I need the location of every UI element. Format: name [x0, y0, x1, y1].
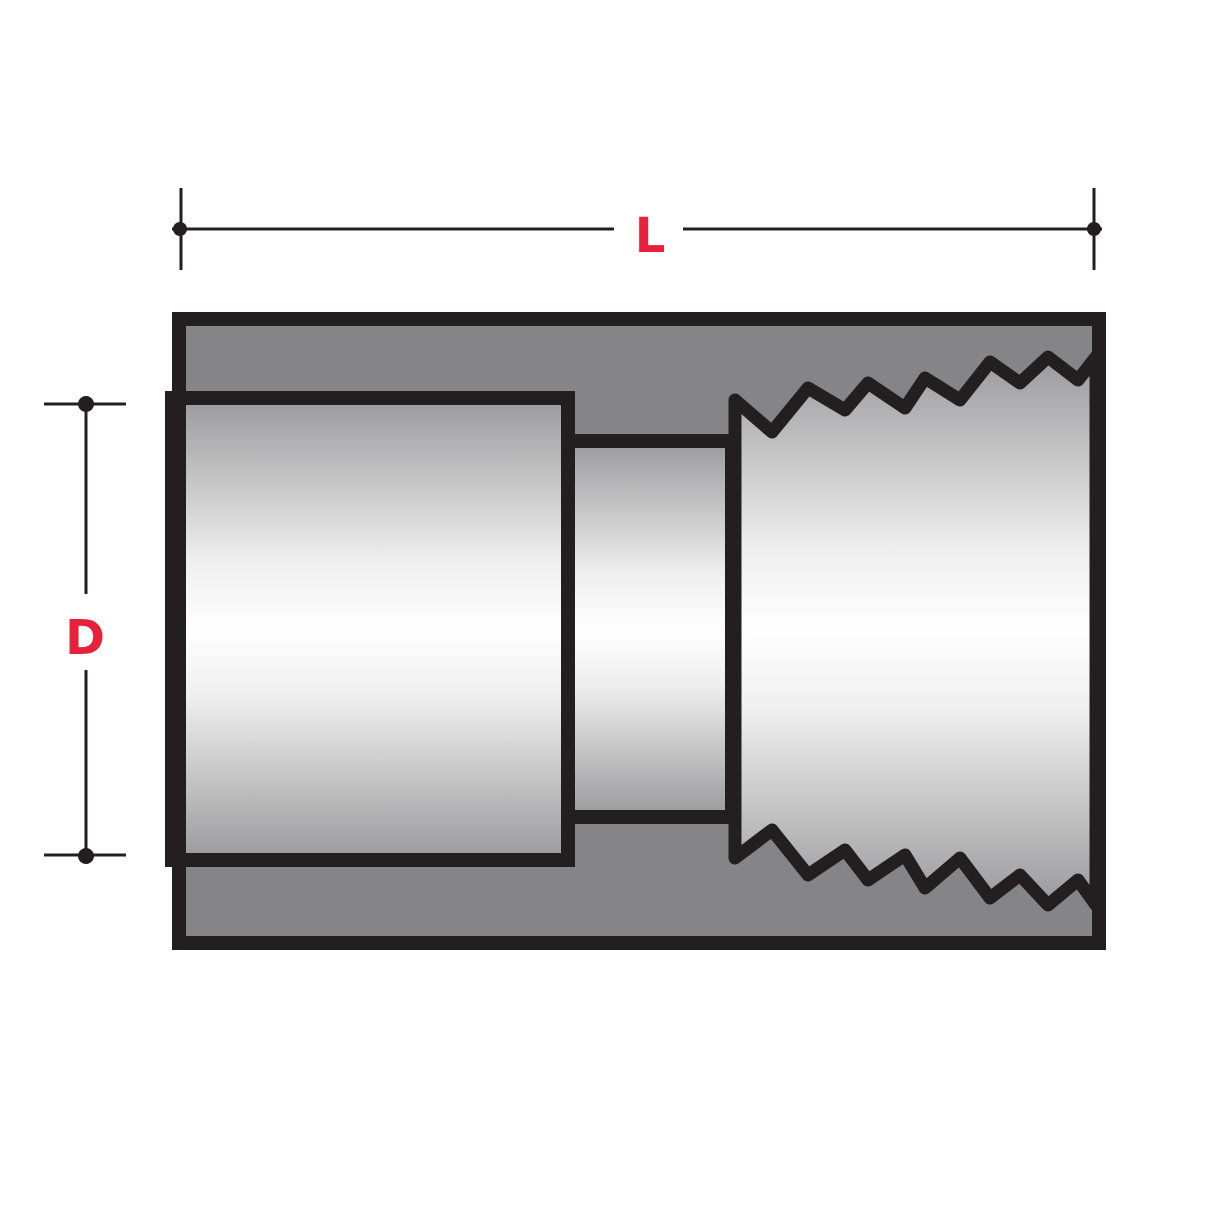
length-dimension — [172, 188, 1102, 270]
length-label: L — [635, 208, 666, 264]
diameter-dimension — [44, 396, 126, 864]
center-bore — [561, 434, 739, 824]
slip-socket — [165, 391, 575, 867]
diameter-label: D — [65, 610, 105, 666]
threaded-socket — [728, 350, 1103, 912]
